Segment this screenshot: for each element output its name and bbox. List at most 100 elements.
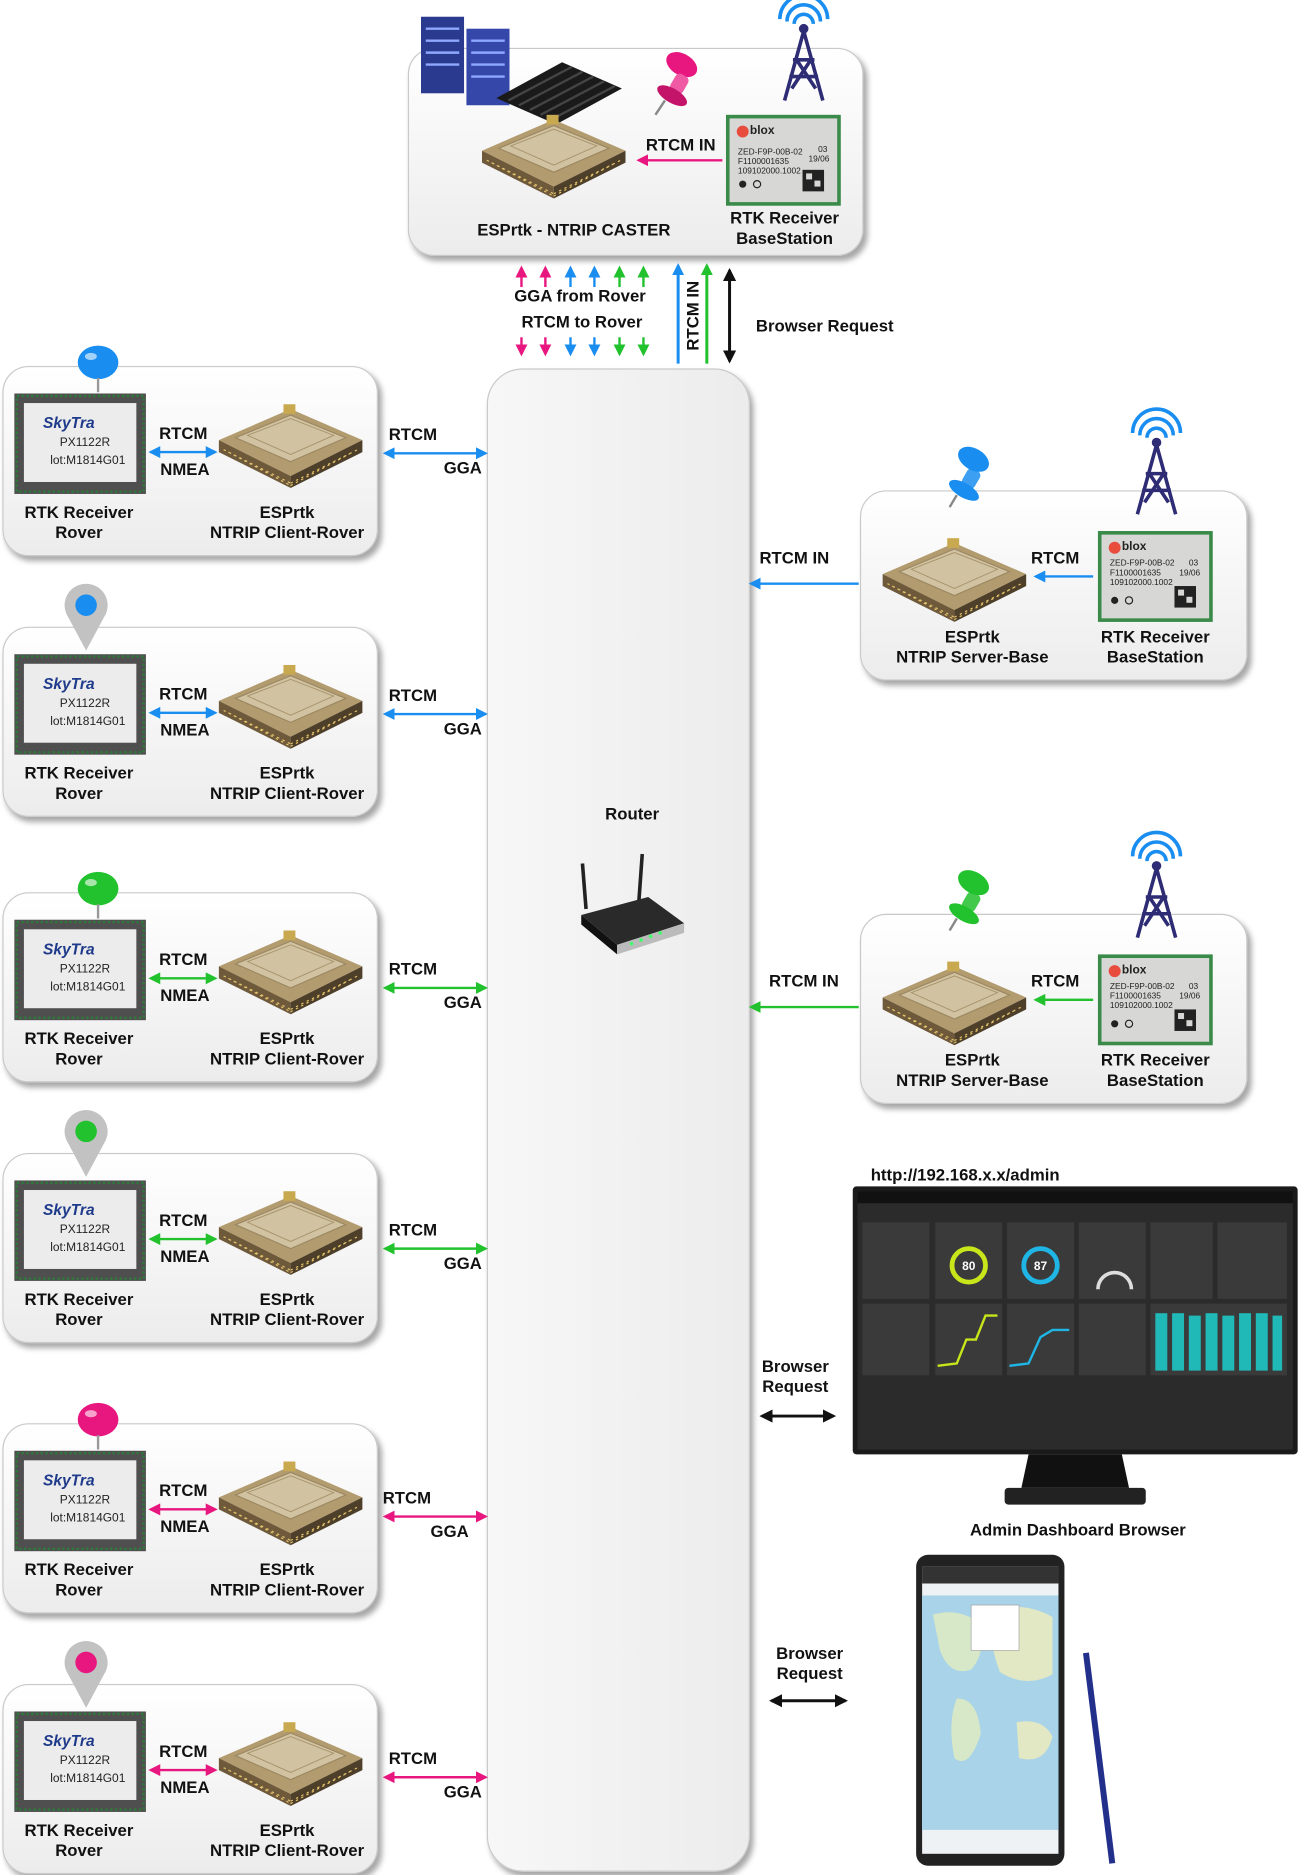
rover-3-link-rtcm-label: RTCM — [388, 959, 438, 979]
rover-1-link-rtcm-label: RTCM — [388, 424, 438, 444]
rover-4-rtcm-label: RTCM — [159, 1210, 208, 1230]
rover-5-esp-line1: ESPrtk — [259, 1559, 315, 1579]
rover-5-nmea-label: NMEA — [160, 1516, 210, 1536]
caster-module-label: ESPrtk - NTRIP CASTER — [477, 220, 671, 240]
rover-2-pin-icon — [64, 583, 108, 651]
router-icon — [580, 853, 685, 955]
base-1-receiver-line2: BaseStation — [1106, 647, 1204, 667]
rover-6-chip-brand: SkyTra — [43, 1731, 95, 1750]
dashboard-browser-request-line2: Request — [762, 1376, 829, 1396]
rover-2-link-gga-label: GGA — [443, 718, 482, 738]
rover-2-esp-module — [218, 664, 363, 750]
rover-6-link-gga-label: GGA — [443, 1782, 482, 1802]
rover-4-chip-brand: SkyTra — [43, 1200, 95, 1219]
caster-rtcm-in-label: RTCM IN — [645, 135, 716, 155]
mobile-phone — [916, 1554, 1116, 1866]
base-1-tower-icon — [1130, 407, 1183, 517]
rover-5-esp-line2: NTRIP Client-Rover — [209, 1579, 365, 1600]
rover-4-esp-line2: NTRIP Client-Rover — [209, 1309, 365, 1329]
rover-5-chip-model: PX1122R — [59, 1493, 111, 1507]
admin-dashboard-monitor — [852, 1186, 1298, 1505]
rover-3-chip-lot: lot:M1814G01 — [50, 980, 126, 994]
dashboard-browser-request-label: Browser Request — [758, 1356, 832, 1397]
rover-6-esp-module — [218, 1721, 363, 1807]
antenna-tower-icon — [777, 0, 830, 103]
base-1-rtcm-label: RTCM — [1030, 547, 1080, 567]
rover-6-receiver-line1: RTK Receiver — [24, 1820, 134, 1840]
base-1-chip-brand: blox — [1121, 540, 1147, 554]
base-2-esp-module — [882, 960, 1027, 1046]
rover-6-receiver-line2: Rover — [55, 1840, 103, 1860]
gga-from-rover-arrows — [515, 265, 650, 288]
base-1-chip-line-1: ZED-F9P-00B-02 — [1109, 559, 1175, 569]
base-2-chip-line-1: ZED-F9P-00B-02 — [1109, 983, 1175, 992]
rtcm-to-rover-label: RTCM to Rover — [521, 312, 643, 332]
rover-4-link-gga-label: GGA — [443, 1253, 482, 1273]
base-2-chip-code: 03 — [1188, 983, 1199, 992]
router-panel — [486, 368, 750, 1872]
rover-1-esp-line2: NTRIP Client-Rover — [209, 522, 365, 542]
rover-3-esp-line2: NTRIP Client-Rover — [209, 1048, 365, 1069]
caster-ublox-lines: ZED-F9P-00B-02 F1100001635 109102000.100… — [738, 148, 803, 177]
rover-1-nmea-label: NMEA — [160, 459, 210, 479]
rover-1-chip-model: PX1122R — [59, 436, 111, 450]
rover-6-esp-line1: ESPrtk — [259, 1820, 315, 1840]
rover-6-chip-lot: lot:M1814G01 — [50, 1772, 126, 1786]
base-1-receiver-line1: RTK Receiver — [1100, 626, 1210, 646]
rover-6-rtcm-label: RTCM — [159, 1741, 208, 1761]
base-1-chip-date: 19/06 — [1179, 569, 1201, 578]
rover-3-chip-brand: SkyTra — [43, 940, 95, 958]
esp-module-icon — [481, 114, 627, 200]
base-2-pushpin-icon — [948, 870, 990, 932]
rover-4-esp-module — [218, 1190, 363, 1276]
rover-2-nmea-label: NMEA — [160, 719, 210, 740]
rover-3-link-gga-label: GGA — [443, 992, 482, 1012]
caster-receiver-line2: BaseStation — [736, 228, 833, 248]
base-2-esp-line2: NTRIP Server-Base — [896, 1070, 1049, 1090]
rover-1-esp-line1: ESPrtk — [259, 502, 315, 522]
rover-4-receiver-line2: Rover — [55, 1309, 103, 1329]
mobile-browser-request-line1: Browser — [776, 1643, 844, 1663]
mobile-browser-request-line2: Request — [776, 1663, 843, 1683]
caster-chip-line-2: F1100001635 — [737, 157, 789, 167]
rtcm-to-rover-arrows — [515, 337, 650, 357]
caster-receiver-label: RTK Receiver BaseStation — [725, 208, 845, 249]
dashboard-caption: Admin Dashboard Browser — [969, 1520, 1186, 1540]
server-rack-icon — [420, 16, 510, 106]
mobile-browser-request-label: Browser Request — [773, 1643, 847, 1684]
base-2-chip-line-2: F1100001635 — [1109, 992, 1161, 1002]
rover-5-chip-lot: lot:M1814G01 — [50, 1511, 126, 1525]
base-1-pushpin-icon — [948, 446, 990, 508]
base-2-chip-date: 19/06 — [1179, 992, 1201, 1002]
rover-1-link-gga-label: GGA — [443, 458, 482, 478]
rover-4-receiver-line1: RTK Receiver — [24, 1289, 134, 1309]
rover-3-nmea-label: NMEA — [160, 985, 210, 1005]
gga-from-rover-label: GGA from Rover — [514, 285, 646, 305]
base-1-esp-line2: NTRIP Server-Base — [896, 647, 1049, 667]
rover-3-pin-icon — [77, 871, 119, 919]
base-2-esp-line1: ESPrtk — [944, 1050, 1000, 1070]
heatsink-icon — [496, 62, 622, 125]
base-1-chip-line-3: 109102000.1002 — [1109, 578, 1173, 588]
rover-4-nmea-label: NMEA — [160, 1246, 210, 1266]
rover-2-receiver-line2: Rover — [55, 783, 103, 803]
rover-3-receiver-line1: RTK Receiver — [24, 1028, 134, 1048]
caster-chip-code: 03 — [818, 145, 828, 155]
rover-5-link-rtcm-label: RTCM — [382, 1487, 432, 1507]
rover-1-esp-module — [218, 403, 363, 489]
rover-6-nmea-label: NMEA — [160, 1777, 210, 1797]
rover-2-chip-brand: SkyTra — [43, 674, 95, 693]
rover-2-chip-model: PX1122R — [59, 697, 111, 711]
base-1-rtcm-in-label: RTCM IN — [759, 547, 830, 567]
base-1-chip-line-2: F1100001635 — [1109, 569, 1161, 578]
